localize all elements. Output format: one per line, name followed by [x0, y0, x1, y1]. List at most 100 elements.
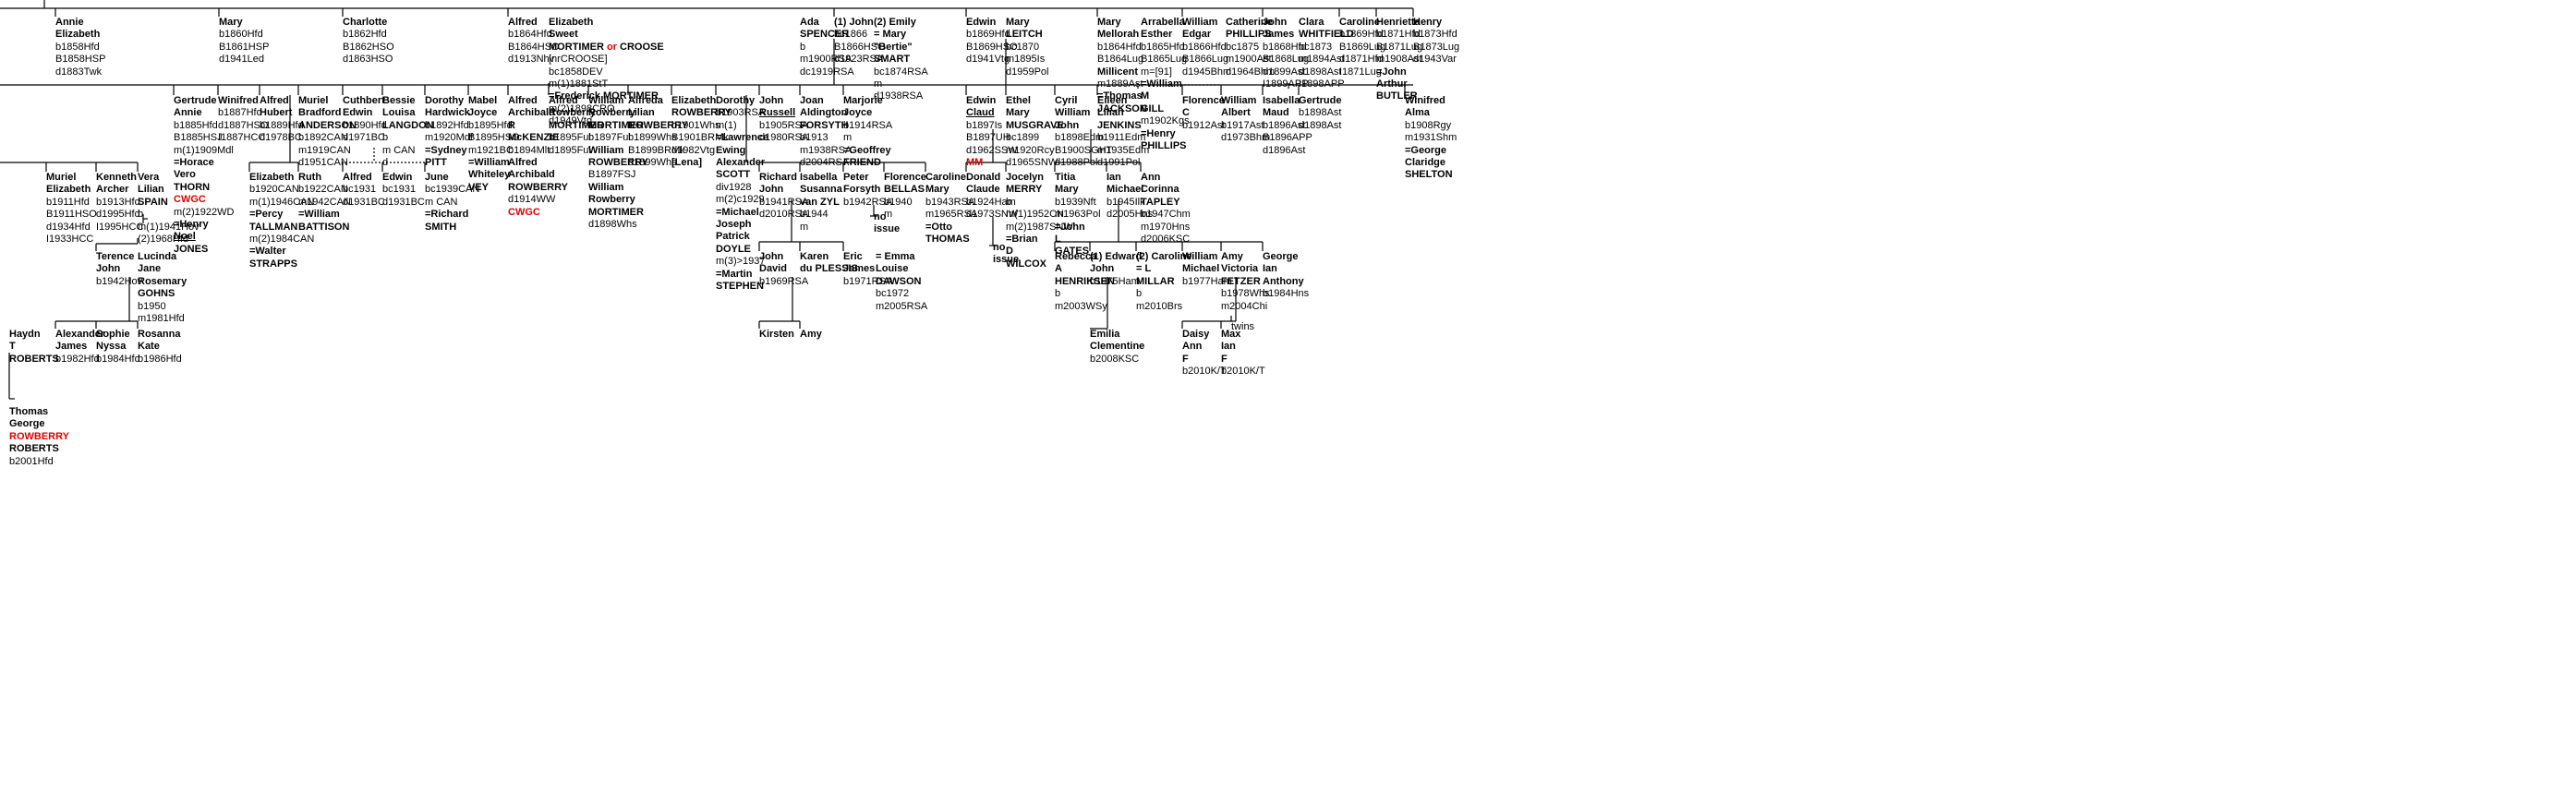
- text-line: b1969RSA: [759, 275, 809, 287]
- text-line: Ewing: [716, 144, 746, 156]
- text-line: FRIEND: [843, 157, 881, 169]
- text-line: STRAPPS: [249, 258, 297, 270]
- text-line: b: [1055, 288, 1061, 300]
- text-line: no: [874, 211, 887, 222]
- text-line: John: [1090, 263, 1115, 275]
- text-line: B1866HSO: [834, 41, 886, 53]
- text-line: ROBERTS: [9, 353, 59, 365]
- text-line: Archer: [96, 184, 129, 196]
- text-line: =John: [1055, 221, 1085, 233]
- text-line: =Henry: [174, 219, 209, 231]
- text-line: Millicent: [1097, 66, 1139, 78]
- text-line: bc1931: [382, 184, 417, 196]
- text-line: d1980RSA: [759, 132, 809, 144]
- text-line: m(1)1952CN: [1006, 209, 1064, 221]
- text-line: m(2)c1929: [716, 194, 765, 206]
- text-line: Ruth: [298, 172, 322, 183]
- text-line: John: [96, 263, 121, 275]
- text-line: b: [1136, 288, 1143, 300]
- text-line: m(1)1881StT: [549, 78, 609, 90]
- text-line: Florence: [1182, 95, 1225, 106]
- text-line: b1942Hov: [96, 275, 143, 287]
- text-line: b2010K/T: [1182, 366, 1227, 378]
- text-line: d1934Hfd: [46, 221, 91, 233]
- text-line: bc1874RSA: [874, 66, 928, 78]
- text-line: bc1972: [876, 288, 910, 300]
- text-line: Mabel: [468, 95, 498, 106]
- text-line: Mary: [1006, 17, 1030, 28]
- text-line: =Richard: [425, 209, 469, 221]
- text-line: d1898Whs: [588, 219, 637, 231]
- text-line: MUSGRAVE: [1006, 119, 1064, 131]
- text-line: Hubert: [260, 107, 293, 119]
- text-line: =Horace: [174, 157, 214, 169]
- text-line: b1941RSA: [759, 196, 809, 208]
- text-line: William: [1055, 107, 1091, 119]
- text-line: Ann: [1141, 172, 1161, 183]
- text-line: Lilian: [138, 184, 164, 196]
- text-line: =Brian: [1006, 234, 1038, 246]
- text-line: m(1)1946CAN: [249, 196, 315, 208]
- text-line: ROWBERRY: [588, 157, 648, 169]
- text-line: William: [1221, 95, 1257, 106]
- text-line: Sweet: [549, 29, 578, 41]
- text-line: James: [55, 341, 88, 353]
- text-line: Elizabeth: [46, 184, 91, 196]
- text-line: Nyssa: [96, 341, 127, 353]
- text-line: Clementine: [1090, 341, 1145, 353]
- text-line: CWGC: [174, 194, 206, 206]
- text-line: B1869Lug: [1339, 41, 1386, 53]
- text-line: Alfred: [549, 95, 578, 106]
- text-line: b1903RSA: [716, 107, 766, 119]
- text-line: b: [1006, 196, 1012, 208]
- text-line: B1864Lug: [1097, 54, 1144, 66]
- text-line: Edwin: [343, 107, 373, 119]
- text-line: b1864Hfd: [1097, 41, 1142, 53]
- text-line: (1) Edward: [1090, 251, 1143, 262]
- text-line: Vero: [174, 169, 196, 181]
- text-line: d1943Var: [1413, 54, 1457, 66]
- text-line: d1995Hfd: [96, 209, 140, 221]
- text-line: bc1870: [1006, 41, 1040, 53]
- text-line: =Percy: [249, 209, 284, 221]
- text-line: m1895Is: [1006, 54, 1046, 66]
- text-line: B1865Lug: [1141, 54, 1188, 66]
- text-line: Michael: [1107, 184, 1144, 196]
- text-line: b1898Edm: [1055, 132, 1105, 144]
- text-line: Kirsten: [759, 329, 794, 340]
- text-line: Edwin: [966, 95, 997, 106]
- text-line: m(1)1941Hov: [138, 221, 200, 233]
- text-line: du PLESSIS: [800, 263, 858, 275]
- text-line: b1984Hns: [1263, 288, 1310, 300]
- text-line: m1963Pol: [1055, 209, 1101, 221]
- text-line: I1887HCC: [218, 132, 266, 144]
- text-line: ROWBERRY: [508, 181, 568, 193]
- text-line: m1942CAN: [298, 196, 351, 208]
- text-line: m2005RSA: [876, 300, 928, 312]
- text-line: =Henry: [1141, 127, 1176, 139]
- text-line: Amy: [1221, 251, 1243, 262]
- text-line: m: [800, 221, 809, 233]
- text-line: GILL: [1141, 102, 1165, 114]
- text-line: I1899APP: [1263, 78, 1309, 90]
- text-line: Kenneth: [96, 172, 137, 183]
- text-line: Archibald: [508, 107, 555, 119]
- text-line: WHITFIELD: [1299, 29, 1354, 41]
- text-line: Claridge: [1405, 157, 1446, 169]
- text-line: A: [1055, 263, 1062, 275]
- text-line: b1890Hfd: [343, 119, 387, 131]
- text-line: m1938RSA: [800, 144, 853, 156]
- text-line: MORTIMER or CROOSE: [549, 41, 664, 53]
- text-line: Alexander: [55, 329, 105, 340]
- text-line: Isabella: [1263, 95, 1300, 106]
